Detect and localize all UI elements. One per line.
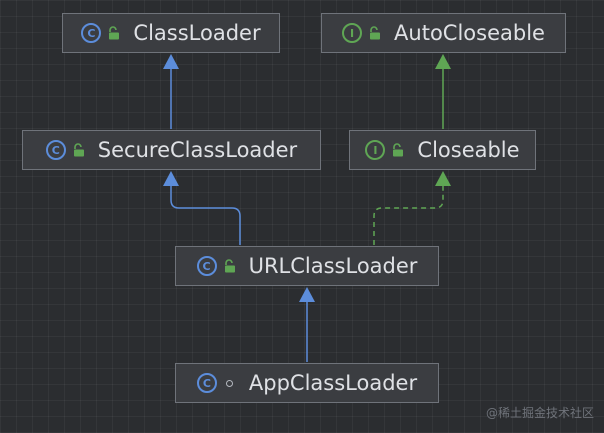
- class-icon: C: [196, 256, 217, 276]
- arrowhead-autocloseable: [435, 54, 451, 69]
- node-label: ClassLoader: [133, 20, 261, 45]
- arrowhead-classloader: [163, 54, 179, 69]
- edge-urlclassloader-implements-closeable: [373, 185, 444, 245]
- node-label: URLClassLoader: [248, 253, 418, 278]
- node-label: AppClassLoader: [248, 370, 418, 395]
- interface-icon: I: [365, 140, 386, 160]
- node-label: AutoCloseable: [394, 20, 545, 45]
- class-icon: C: [45, 140, 66, 160]
- node-secureclassloader[interactable]: C SecureClassLoader: [22, 130, 321, 170]
- node-urlclassloader[interactable]: C URLClassLoader: [175, 246, 439, 286]
- node-closeable[interactable]: I Closeable: [349, 130, 536, 170]
- interface-icon: I: [342, 23, 363, 43]
- open-lock-icon: [72, 142, 86, 158]
- arrowhead-secureclassloader: [163, 171, 179, 186]
- node-classloader[interactable]: C ClassLoader: [62, 13, 280, 53]
- open-lock-icon: [391, 142, 405, 158]
- open-lock-icon: [368, 25, 382, 41]
- watermark: @稀土掘金技术社区: [485, 406, 594, 420]
- arrowhead-closeable: [435, 171, 451, 186]
- open-lock-icon: [107, 25, 121, 41]
- node-appclassloader[interactable]: C AppClassLoader: [175, 363, 439, 403]
- class-icon: C: [196, 373, 217, 393]
- package-private-icon: [223, 375, 237, 391]
- arrowhead-urlclassloader: [299, 287, 315, 302]
- node-autocloseable[interactable]: I AutoCloseable: [321, 13, 566, 53]
- node-label: SecureClassLoader: [97, 137, 298, 162]
- edge-urlclassloader-extends-secureclassloader: [170, 185, 241, 245]
- class-icon: C: [81, 23, 102, 43]
- node-label: Closeable: [417, 137, 520, 162]
- open-lock-icon: [223, 258, 237, 274]
